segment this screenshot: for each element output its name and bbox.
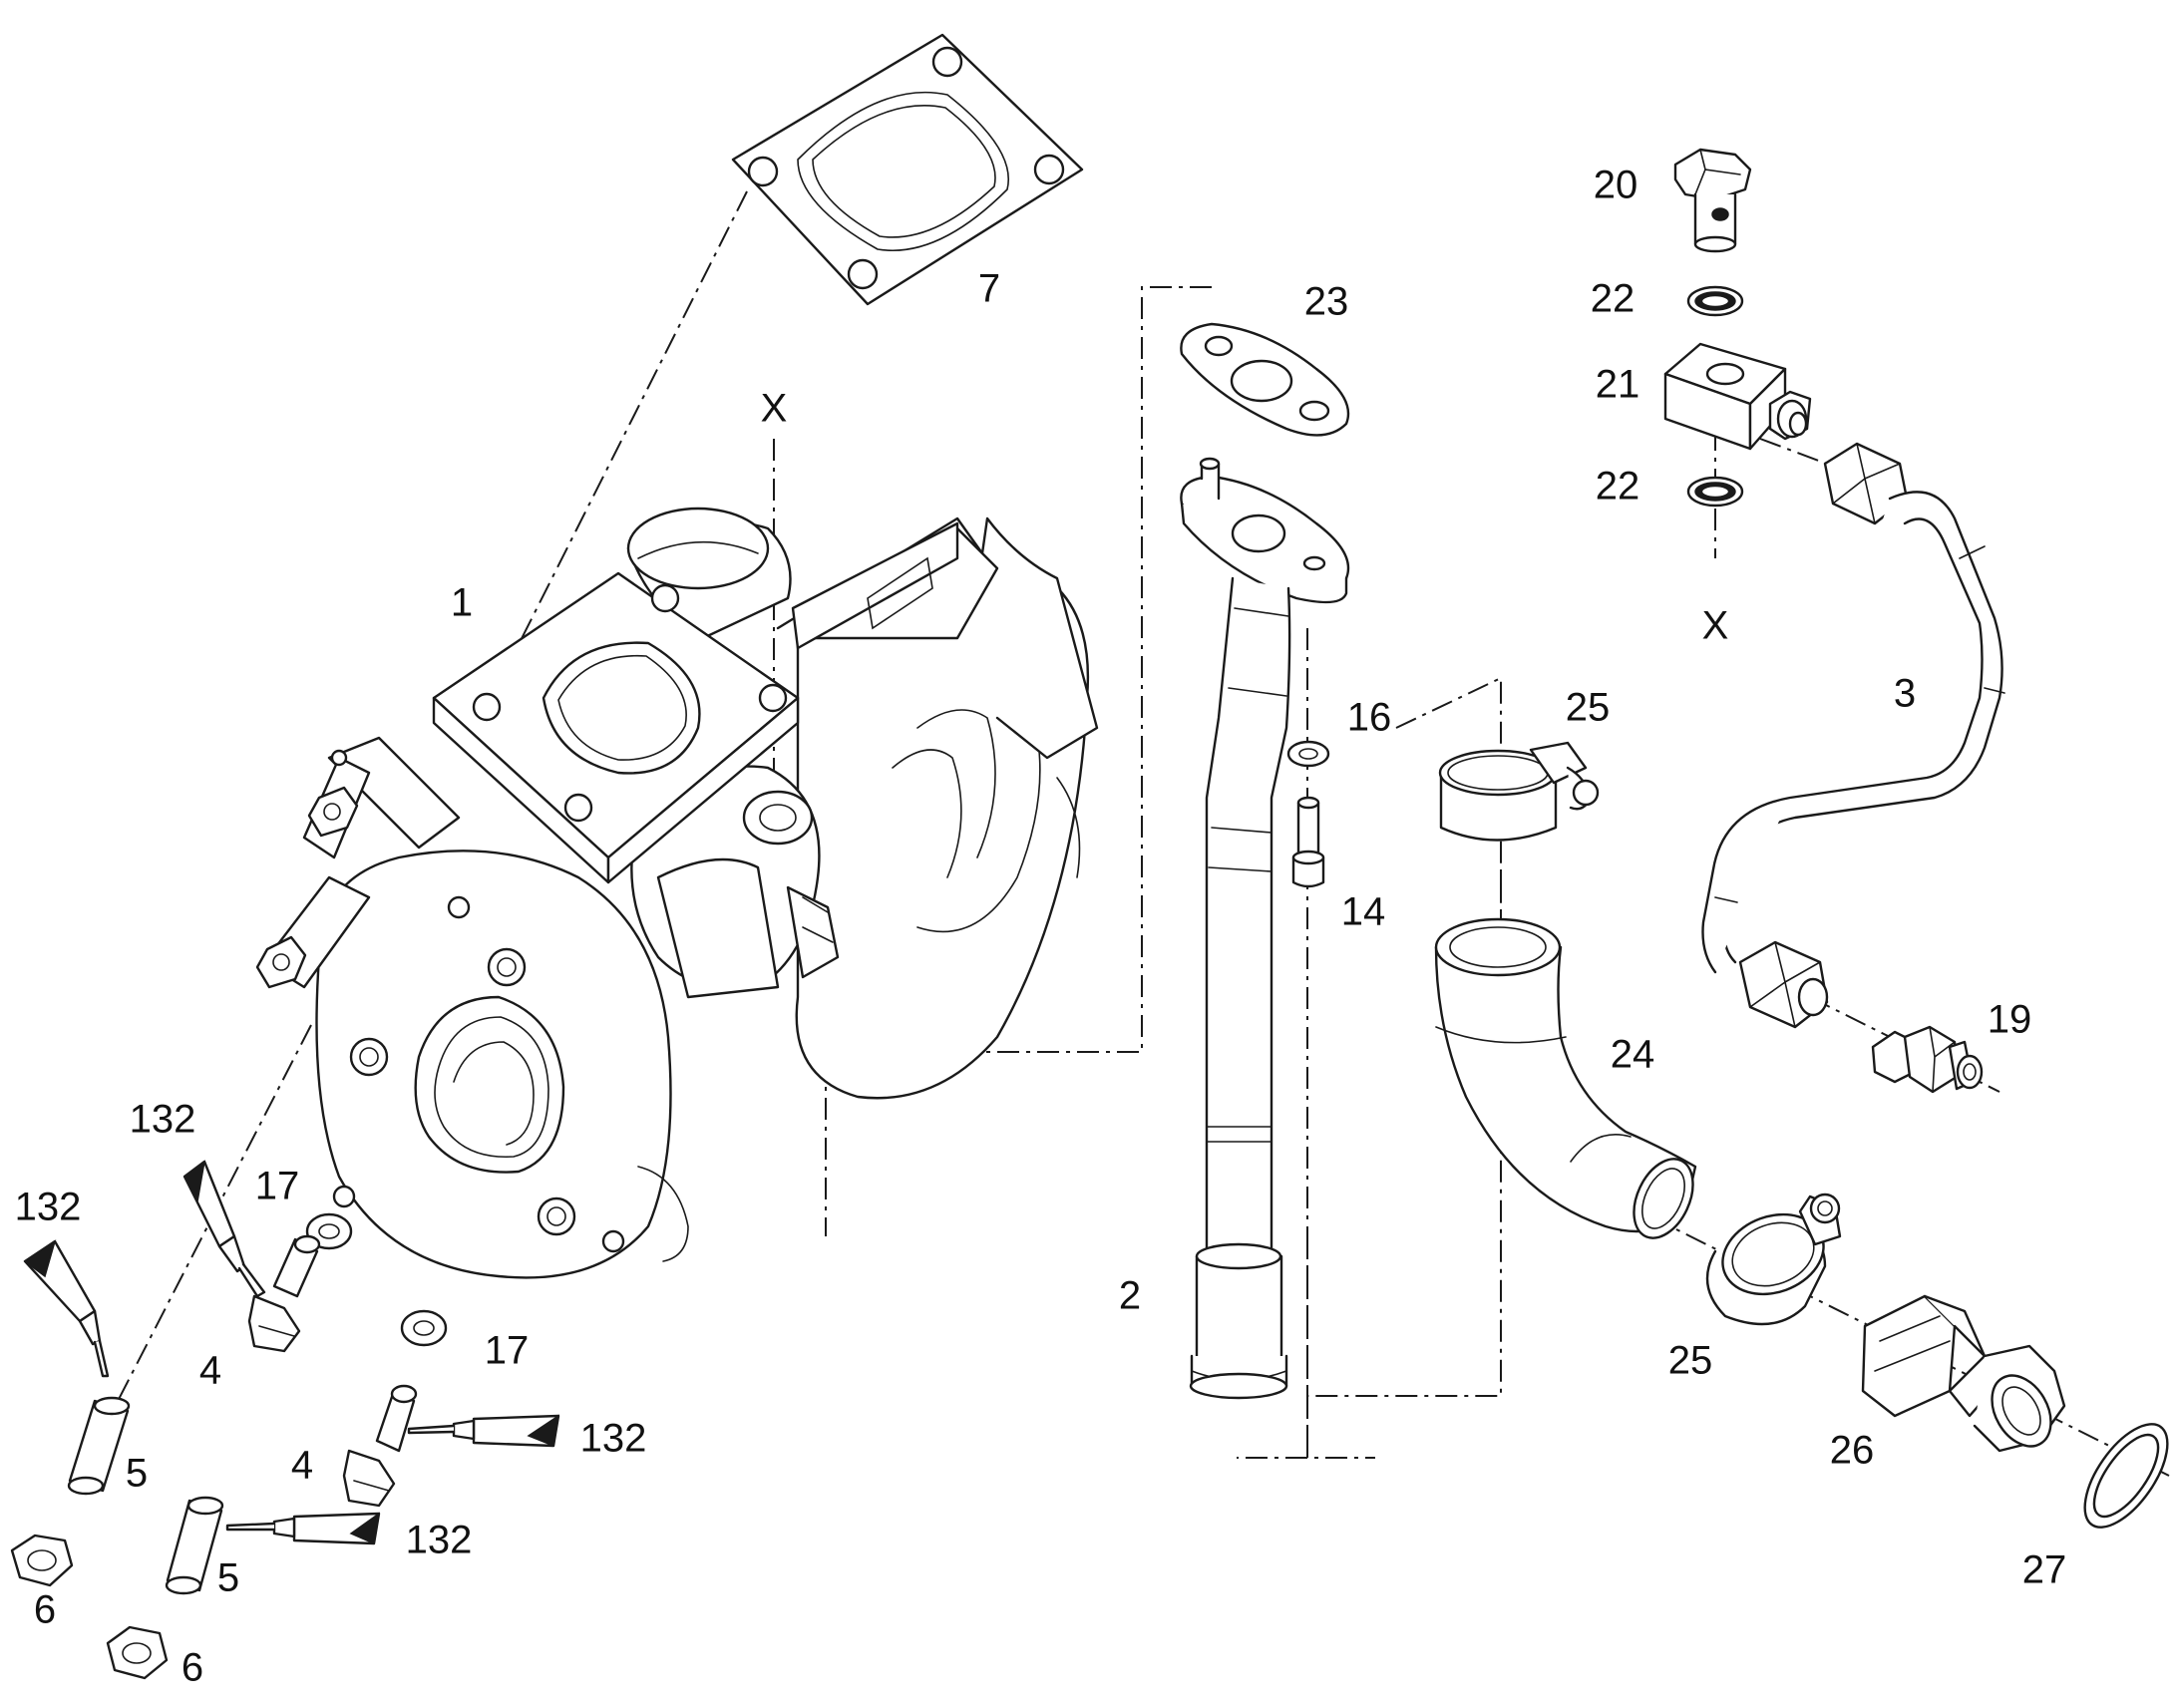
- stud-part-5-b: [165, 1496, 224, 1595]
- callout-24: 24: [1611, 1033, 1655, 1077]
- callout-4-b: 4: [291, 1444, 313, 1488]
- stud-part-5-a: [67, 1396, 131, 1496]
- nut-part-6-b: [106, 1625, 169, 1680]
- callout-5-b: 5: [217, 1556, 239, 1600]
- callout-132-c: 132: [580, 1417, 647, 1461]
- hose-clamp-part-25-top: [1438, 741, 1600, 842]
- callout-132-b: 132: [15, 1186, 82, 1229]
- callout-22-a: 22: [1591, 277, 1635, 321]
- sealing-ring-part-27: [2083, 1423, 2169, 1529]
- sealant-tube-part-132-c: [407, 1414, 560, 1448]
- banjo-bolt-part-20: [1673, 148, 1752, 253]
- callout-14: 14: [1341, 890, 1386, 934]
- callout-6-a: 6: [34, 1588, 56, 1632]
- callout-3: 3: [1894, 672, 1916, 716]
- leader-lines: [94, 190, 2170, 1477]
- callout-21: 21: [1596, 363, 1640, 407]
- washer-part-22-bottom: [1686, 476, 1744, 508]
- callout-23: 23: [1304, 280, 1349, 324]
- callout-132-a: 132: [130, 1098, 196, 1142]
- callout-4-a: 4: [199, 1349, 221, 1393]
- callout-17-a: 17: [255, 1165, 300, 1208]
- sealant-tube-part-132-a: [23, 1239, 110, 1378]
- hose-clamp-part-25-bottom: [1705, 1193, 1842, 1326]
- callout-6-b: 6: [182, 1646, 203, 1690]
- callout-x-bottom: X: [1702, 604, 1729, 648]
- oil-flange-gasket-part-23: [1180, 322, 1350, 437]
- callout-19: 19: [1988, 998, 2032, 1042]
- sealant-tube-part-132-d: [225, 1512, 381, 1545]
- callout-labels: 1 2 3 4 4 5 5 6 6 7 14 16 17 17 19 20 21…: [15, 164, 2067, 1690]
- callout-25-b: 25: [1668, 1339, 1713, 1383]
- oil-feed-pipe-part-3: [1701, 442, 2005, 1029]
- callout-20: 20: [1594, 164, 1638, 207]
- callout-1: 1: [451, 581, 473, 625]
- callout-25-a: 25: [1566, 686, 1611, 730]
- callout-132-d: 132: [406, 1519, 473, 1562]
- callout-2: 2: [1119, 1274, 1141, 1318]
- turbocharger-part-1: [255, 507, 1099, 1279]
- callout-16: 16: [1347, 696, 1392, 740]
- bolt-part-4-b: [342, 1384, 418, 1508]
- bolt-part-4-a: [247, 1234, 321, 1353]
- callout-27: 27: [2022, 1548, 2067, 1592]
- banjo-fitting-part-21: [1663, 342, 1812, 451]
- washer-part-17-b: [400, 1309, 448, 1347]
- callout-x-top: X: [761, 387, 788, 431]
- oil-return-pipe-part-2: [1180, 457, 1350, 1400]
- gasket-part-7: [731, 33, 1084, 306]
- elbow-hose-part-24: [1434, 917, 1697, 1239]
- callout-22-b: 22: [1596, 465, 1640, 509]
- sealant-tube-part-132-b: [182, 1160, 266, 1298]
- nut-part-6-a: [10, 1534, 74, 1587]
- callout-7: 7: [978, 267, 1000, 311]
- callout-26: 26: [1830, 1429, 1875, 1473]
- washer-part-22-top: [1686, 285, 1744, 317]
- union-fitting-part-19: [1871, 1025, 1984, 1094]
- bolt-part-14: [1291, 796, 1325, 888]
- washer-part-16: [1286, 740, 1330, 768]
- callout-17-b: 17: [485, 1329, 530, 1373]
- adapter-fitting-part-26: [1861, 1294, 2066, 1453]
- callout-5-a: 5: [126, 1452, 148, 1496]
